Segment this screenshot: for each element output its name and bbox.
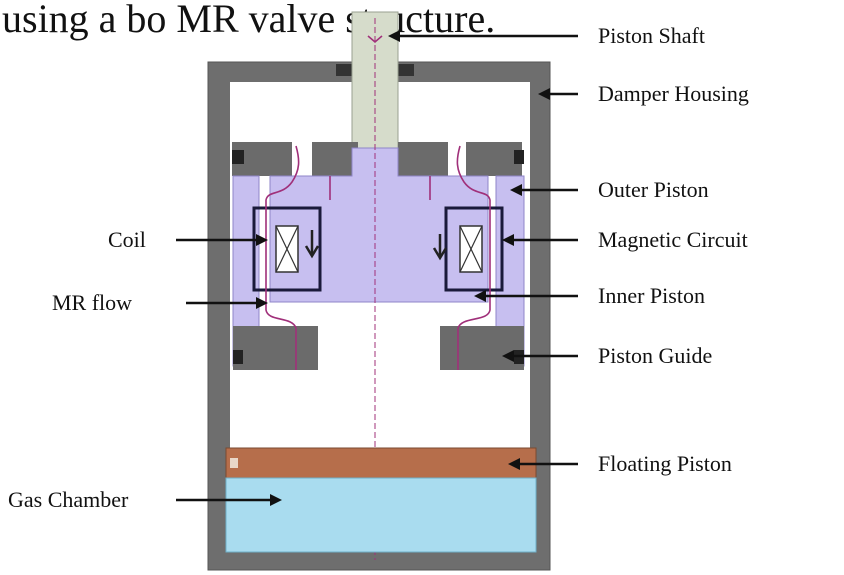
label-piston-shaft: Piston Shaft: [598, 23, 705, 48]
flux-arrows: [304, 230, 448, 261]
label-gas-chamber: Gas Chamber: [8, 487, 129, 512]
label-mr-flow: MR flow: [52, 290, 132, 315]
label-inner-piston: Inner Piston: [598, 283, 705, 308]
header-text: using a bo MR valve structure.: [2, 0, 495, 41]
gas-chamber: [225, 477, 537, 553]
coil-right: [459, 225, 483, 273]
floating-piston-seal: [230, 458, 238, 468]
floating-piston: [225, 447, 537, 479]
coil-left: [275, 225, 299, 273]
inner-piston: [269, 147, 489, 303]
label-outer-piston: Outer Piston: [598, 177, 709, 202]
label-floating-piston: Floating Piston: [598, 451, 732, 476]
label-coil: Coil: [108, 227, 146, 252]
label-magnetic-circuit: Magnetic Circuit: [598, 227, 748, 252]
upper-guide-blocks: [232, 142, 524, 176]
label-piston-guide: Piston Guide: [598, 343, 712, 368]
label-damper-housing: Damper Housing: [598, 81, 749, 106]
arrow-heads: [256, 30, 550, 506]
